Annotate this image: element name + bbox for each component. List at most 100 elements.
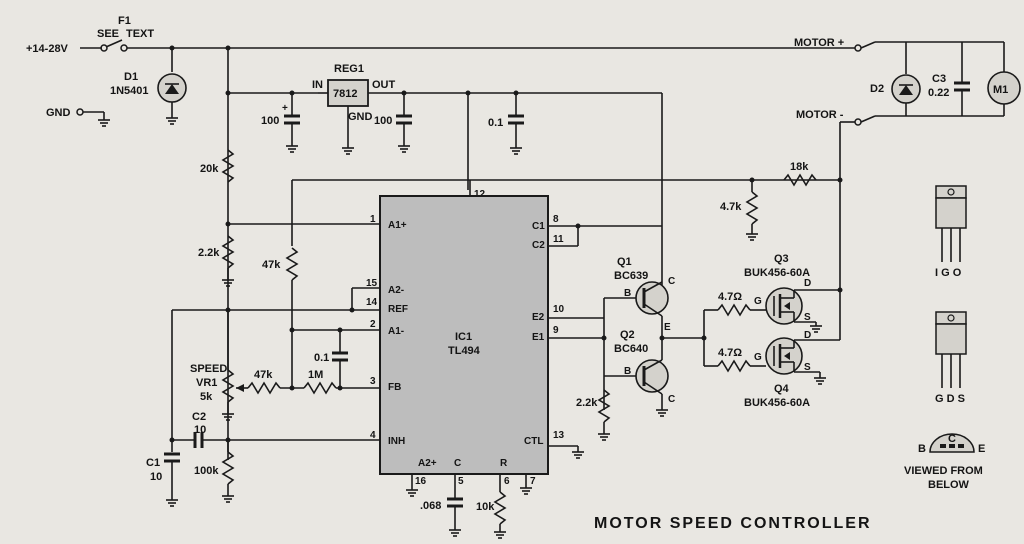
mosfet-q4 [765,337,840,385]
ic1-ref-label: IC1 [455,331,472,343]
diode-d1 [157,48,187,125]
r-2k2-b-value: 2.2k [576,397,598,409]
ic1-pin-num: 1 [370,214,376,225]
ic1-pin-name: A1+ [388,220,407,231]
c2-value-label: 10 [194,424,206,436]
mosfet-pinout-2 [935,311,967,388]
c3-value-label: 0.22 [928,87,949,99]
q2-part-label: BC640 [614,343,648,355]
fuse-note-see: SEE [97,28,119,40]
r-18k-value: 18k [790,161,809,173]
motor-minus-label: MOTOR - [796,109,844,121]
resistor-gate-1 [717,303,751,317]
resistor-10k [493,474,507,539]
ic1-pin-name: R [500,458,508,469]
q2-collector-label: C [668,394,675,405]
capacitor-c-in [284,90,300,153]
resistor-4k7 [745,180,759,241]
resistor-2k2-b [597,389,611,441]
diode-d2 [891,42,921,116]
capacitor-c2 [193,432,204,448]
q3-drain-label: D [804,278,811,289]
resistor-100k [221,451,235,503]
q3-part-label: BUK456-60A [744,267,810,279]
vr1-ref-label: VR1 [196,377,217,389]
mosfet-pinout-1-caption: I G O [935,267,962,279]
q4-gate-label: G [754,352,762,363]
resistor-1m [303,381,337,395]
vr1-name-label: SPEED [190,363,227,375]
resistor-20k [221,149,235,183]
transistor-q2 [604,316,704,417]
ic1-pin-name: FB [388,382,401,393]
pin7-ground [520,474,532,495]
capacitor-c3 [954,42,970,116]
q1-part-label: BC639 [614,270,648,282]
ic1-pin-num: 2 [370,319,376,330]
ic1-pin-num: 15 [366,278,378,289]
ic1-part-label: TL494 [448,345,481,357]
r-47k-vertical-value: 47k [262,259,281,271]
q4-drain-label: D [804,330,811,341]
r-47k-horizontal-value: 47k [254,369,273,381]
ground-symbol [98,112,110,127]
resistor-47k-vertical [285,247,299,281]
ic1-pin-name: A2+ [418,458,437,469]
to92-e-label: E [978,443,985,455]
to92-pinout [929,433,975,453]
polarity-plus-mark: + [282,103,288,114]
reg1-part-label: 7812 [333,88,357,100]
fuse-ref-label: F1 [118,15,131,27]
fuse-note-text: TEXT [126,28,154,40]
d1-part-label: 1N5401 [110,85,149,97]
q1-base-label: B [624,288,631,299]
diagram-title: MOTOR SPEED CONTROLLER [594,515,872,532]
q2-ref-label: Q2 [620,329,635,341]
gnd-terminal [76,108,84,116]
ic1-pin-num: 3 [370,376,376,387]
ic1-pin-name: A1- [388,326,404,337]
c-in-value: 100 [261,115,279,127]
ic1-pin-name: C2 [532,240,545,251]
q4-ref-label: Q4 [774,383,790,395]
r-4k7-value: 4.7k [720,201,742,213]
ic1-pin-num: 13 [553,430,565,441]
q2-emitter-label: E [664,322,671,333]
d2-ref-label: D2 [870,83,884,95]
r-10k-value: 10k [476,501,495,513]
pin13-ground [548,445,584,459]
ic1-pin-12: 12 [474,189,486,200]
ic1-pin-num: 7 [530,476,536,487]
c-out-value: 100 [374,115,392,127]
ic1-pin-name: A2- [388,285,404,296]
ic1-pin-num: 8 [553,214,559,225]
motor-minus-terminal [854,118,862,126]
motor-plus-terminal [854,44,862,52]
resistor-47k-horizontal [247,381,281,395]
ic1-pin-num: 11 [553,234,564,245]
c-feedback-value: 0.1 [314,352,329,364]
ic1-pin-name: CTL [524,436,543,447]
q3-source-label: S [804,312,811,323]
r-20k-value: 20k [200,163,219,175]
c-timing-value: .068 [420,500,441,512]
motor-plus-label: MOTOR + [794,37,844,49]
potentiometer-vr1 [221,307,244,421]
to92-c-label: C [948,433,956,445]
q2-base-label: B [624,366,631,377]
ic1-pin-name: E2 [532,312,545,323]
r-gate-2-value: 4.7Ω [718,347,742,359]
c3-ref-label: C3 [932,73,946,85]
ic1-pin-name: E1 [532,332,545,343]
motor-m1 [987,71,1021,105]
q3-ref-label: Q3 [774,253,789,265]
resistor-gate-2 [717,359,751,373]
viewed-from-label: VIEWED FROM [904,465,983,477]
ic1-pin-name: REF [388,304,408,315]
ic1-pin-num: 16 [415,476,427,487]
ic1-pin-num: 14 [366,297,378,308]
mosfet-pinout-1 [935,185,967,262]
pin16-ground [406,474,418,497]
ic1-pin-name: C1 [532,221,545,232]
capacitor-c-out [396,90,412,153]
